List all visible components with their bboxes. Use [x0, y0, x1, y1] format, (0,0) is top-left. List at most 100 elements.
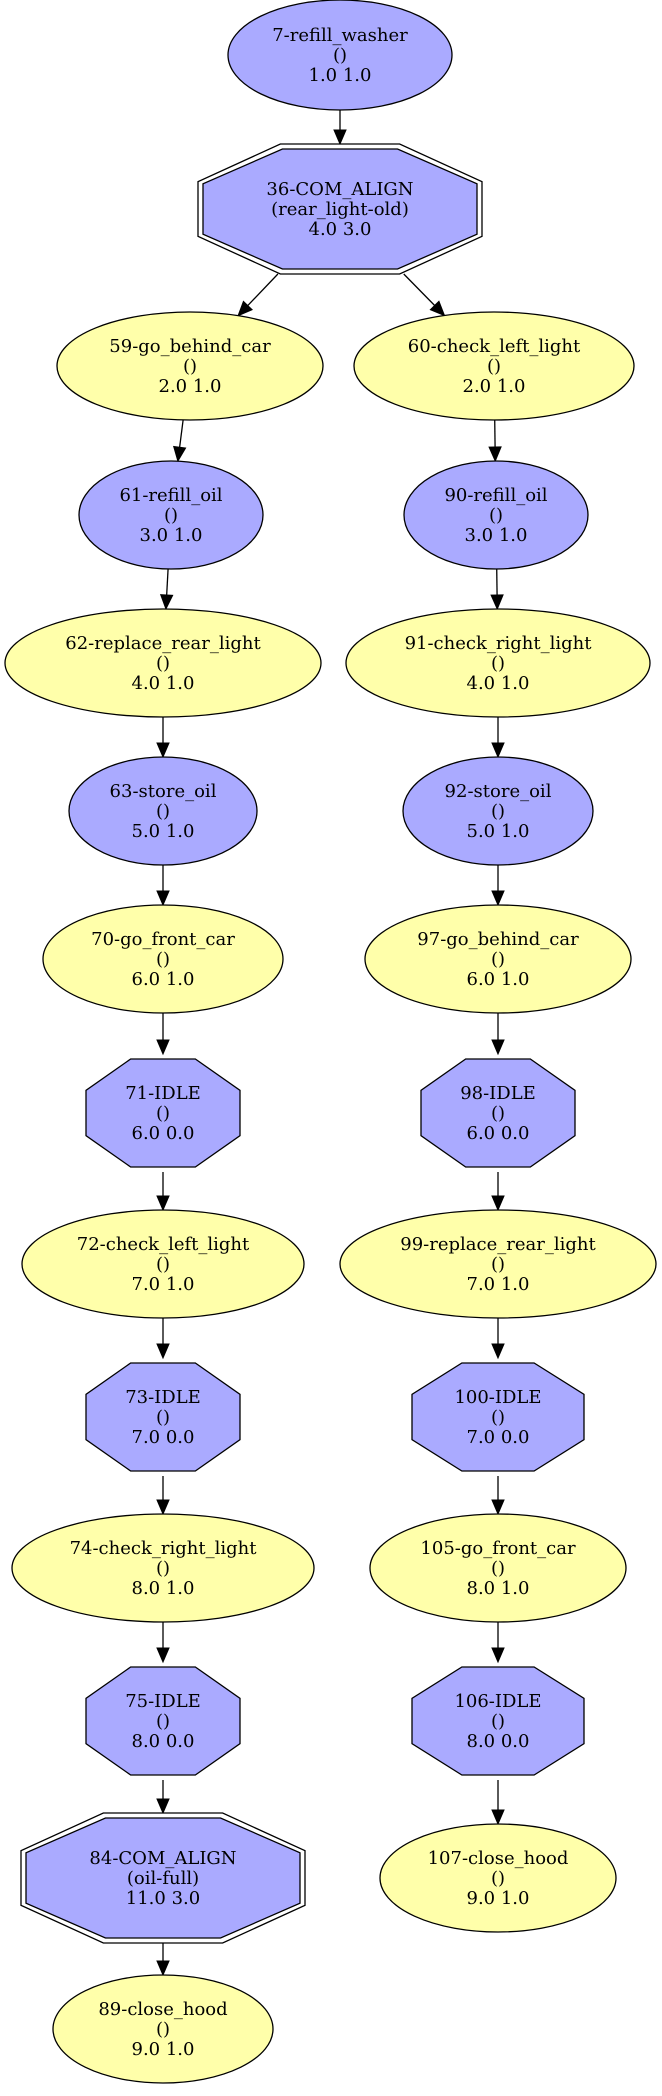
- node-label-line: (): [491, 1254, 505, 1275]
- node-label: 36-COM_ALIGN(rear_light-old)4.0 3.0: [266, 179, 413, 240]
- node-label: 100-IDLE()7.0 0.0: [454, 1387, 541, 1448]
- node-label: 99-replace_rear_light()7.0 1.0: [400, 1234, 596, 1295]
- node-label-line: (): [164, 505, 178, 526]
- node-label: 62-replace_rear_light()4.0 1.0: [65, 633, 261, 694]
- node-label: 106-IDLE()8.0 0.0: [454, 1691, 541, 1752]
- node-label: 70-go_front_car()6.0 1.0: [91, 929, 235, 990]
- edge-n97-to-n98: [491, 1013, 505, 1056]
- edge-n63-to-n70: [156, 865, 170, 907]
- node-label: 105-go_front_car()8.0 1.0: [420, 1538, 576, 1599]
- edge-n91-to-n92: [491, 717, 505, 759]
- node-70: 70-go_front_car()6.0 1.0: [42, 904, 284, 1014]
- node-label-line: 7.0 1.0: [467, 1274, 530, 1295]
- node-label-line: (): [156, 801, 170, 822]
- node-71: 71-IDLE()6.0 0.0: [85, 1058, 241, 1168]
- node-61: 61-refill_oil()3.0 1.0: [78, 460, 264, 570]
- node-92: 92-store_oil()5.0 1.0: [402, 756, 594, 866]
- node-label-line: (): [491, 801, 505, 822]
- node-label-line: 7.0 0.0: [132, 1427, 195, 1448]
- node-label-line: 4.0 1.0: [467, 673, 530, 694]
- node-label-line: (): [491, 653, 505, 674]
- node-label-line: 3.0 1.0: [465, 525, 528, 546]
- node-label: 74-check_right_light()8.0 1.0: [70, 1538, 258, 1599]
- node-105: 105-go_front_car()8.0 1.0: [369, 1513, 627, 1623]
- node-label: 60-check_left_light()2.0 1.0: [408, 336, 581, 397]
- node-106: 106-IDLE()8.0 0.0: [411, 1666, 585, 1776]
- edge-n7-to-n36: [333, 110, 347, 146]
- node-63: 63-store_oil()5.0 1.0: [68, 756, 258, 866]
- node-label-line: 2.0 1.0: [463, 376, 526, 397]
- node-label-line: (): [333, 45, 347, 66]
- edge-n62-to-n63: [156, 717, 170, 759]
- node-label-line: 7-refill_washer: [272, 25, 408, 46]
- node-74: 74-check_right_light()8.0 1.0: [11, 1513, 315, 1623]
- node-label: 72-check_left_light()7.0 1.0: [77, 1234, 250, 1295]
- node-label-line: (): [156, 1558, 170, 1579]
- node-72: 72-check_left_light()7.0 1.0: [21, 1209, 305, 1319]
- node-label-line: (): [156, 1407, 170, 1428]
- node-label-line: (): [156, 653, 170, 674]
- nodes-layer: 7-refill_washer()1.0 1.036-COM_ALIGN(rea…: [4, 0, 657, 2084]
- node-label-line: 2.0 1.0: [159, 376, 222, 397]
- node-label-line: (): [489, 505, 503, 526]
- node-label-line: (): [487, 356, 501, 377]
- node-label-line: (rear_light-old): [271, 199, 409, 220]
- edge-n61-to-n62: [159, 568, 174, 611]
- node-label-line: 84-COM_ALIGN: [89, 1848, 236, 1869]
- node-label-line: (): [491, 1558, 505, 1579]
- node-label-line: 8.0 1.0: [132, 1578, 195, 1599]
- node-label-line: (): [491, 1868, 505, 1889]
- node-36: 36-COM_ALIGN(rear_light-old)4.0 3.0: [197, 143, 483, 275]
- node-label-line: 90-refill_oil: [444, 485, 547, 506]
- node-label-line: (oil-full): [127, 1868, 199, 1889]
- node-label: 63-store_oil()5.0 1.0: [110, 781, 217, 842]
- node-label-line: 61-refill_oil: [119, 485, 222, 506]
- node-label-line: 71-IDLE: [125, 1083, 201, 1104]
- edge-n59-to-n61: [172, 419, 187, 463]
- node-label-line: 6.0 0.0: [467, 1123, 530, 1144]
- node-label: 97-go_behind_car()6.0 1.0: [417, 929, 579, 990]
- node-label-line: 6.0 1.0: [132, 969, 195, 990]
- node-label-line: 8.0 0.0: [467, 1731, 530, 1752]
- edge-n72-to-n73: [156, 1318, 170, 1360]
- node-107: 107-close_hood()9.0 1.0: [379, 1823, 617, 1933]
- node-59: 59-go_behind_car()2.0 1.0: [56, 311, 324, 421]
- node-73: 73-IDLE()7.0 0.0: [85, 1362, 241, 1472]
- node-label-line: 106-IDLE: [454, 1691, 541, 1712]
- node-label-line: 73-IDLE: [125, 1387, 201, 1408]
- edge-n70-to-n71: [156, 1013, 170, 1056]
- node-label-line: 36-COM_ALIGN: [266, 179, 413, 200]
- node-label-line: 97-go_behind_car: [417, 929, 579, 950]
- node-98: 98-IDLE()6.0 0.0: [420, 1058, 576, 1168]
- node-label-line: 105-go_front_car: [420, 1538, 576, 1559]
- node-97: 97-go_behind_car()6.0 1.0: [364, 904, 632, 1014]
- edge-n74-to-n75: [156, 1622, 170, 1664]
- node-label-line: (): [156, 1711, 170, 1732]
- edge-n92-to-n97: [491, 865, 505, 907]
- node-label: 90-refill_oil()3.0 1.0: [444, 485, 547, 546]
- node-label: 7-refill_washer()1.0 1.0: [272, 25, 408, 86]
- node-7: 7-refill_washer()1.0 1.0: [227, 0, 453, 111]
- edge-n73-to-n74: [156, 1476, 170, 1516]
- node-label-line: 9.0 1.0: [467, 1888, 530, 1909]
- node-label: 84-COM_ALIGN(oil-full)11.0 3.0: [89, 1848, 236, 1909]
- node-label-line: 6.0 1.0: [467, 969, 530, 990]
- node-label: 89-close_hood()9.0 1.0: [98, 1999, 227, 2060]
- node-label-line: 3.0 1.0: [140, 525, 203, 546]
- node-label-line: 8.0 1.0: [467, 1578, 530, 1599]
- node-label-line: 5.0 1.0: [132, 821, 195, 842]
- node-label: 107-close_hood()9.0 1.0: [428, 1848, 569, 1909]
- node-label-line: 9.0 1.0: [132, 2039, 195, 2060]
- node-91: 91-check_right_light()4.0 1.0: [345, 608, 651, 718]
- node-label-line: 6.0 0.0: [132, 1123, 195, 1144]
- node-75: 75-IDLE()8.0 0.0: [85, 1666, 241, 1776]
- node-label-line: (): [491, 1711, 505, 1732]
- edges-layer: [156, 110, 505, 1977]
- node-60: 60-check_left_light()2.0 1.0: [353, 311, 635, 421]
- node-label-line: 89-close_hood: [98, 1999, 227, 2020]
- node-label-line: (): [183, 356, 197, 377]
- node-89: 89-close_hood()9.0 1.0: [52, 1974, 274, 2084]
- node-label-line: 1.0 1.0: [309, 65, 372, 86]
- node-90: 90-refill_oil()3.0 1.0: [403, 460, 589, 570]
- edge-n90-to-n91: [490, 568, 504, 611]
